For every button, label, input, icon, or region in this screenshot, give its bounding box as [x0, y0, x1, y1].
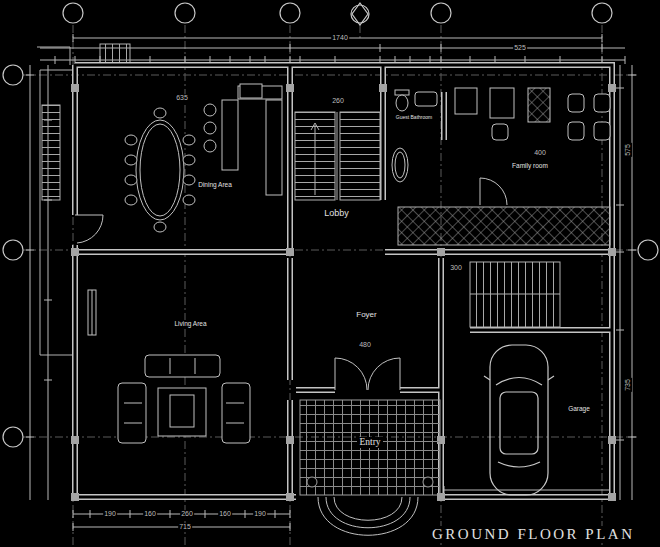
- terrace-outline: [37, 44, 130, 355]
- room-label: Foyer: [354, 310, 378, 319]
- dimension-text: 160: [218, 510, 232, 518]
- dimension-text: 260: [331, 97, 345, 105]
- room-label: Entry: [357, 437, 382, 448]
- room-area: Garage: [549, 335, 609, 485]
- planter-band: [398, 207, 610, 245]
- family-furniture: [455, 88, 610, 140]
- room-label: Dining Area: [196, 181, 234, 188]
- grid-bubbles: [3, 3, 658, 447]
- room-area: Family room: [450, 92, 610, 202]
- dimension-text: 480: [358, 341, 372, 349]
- dimension-text: 160: [143, 510, 157, 518]
- living-furniture: [118, 355, 250, 443]
- room-area: Guest Bathroom: [386, 92, 442, 142]
- dimension-text: 735: [624, 378, 632, 392]
- room-label: Family room: [510, 162, 550, 169]
- room-area: Lobby: [293, 203, 380, 247]
- grid-lines: [23, 25, 637, 547]
- doors: [75, 178, 507, 390]
- room-area: Foyer: [295, 258, 438, 338]
- dimension-lines: [26, 34, 636, 531]
- room-label: Living Area: [172, 320, 208, 327]
- dimension-text: 635: [175, 94, 189, 102]
- dining-furniture: [125, 84, 282, 232]
- room-label: Garage: [566, 405, 592, 412]
- dimension-text: 1740: [331, 34, 349, 42]
- columns: [71, 84, 616, 501]
- entry-paving: [300, 400, 440, 535]
- dimension-text: 715: [178, 523, 192, 531]
- plan-title: GROUND FLOOR PLAN: [432, 526, 635, 543]
- bath-fixtures: [392, 90, 437, 182]
- dimension-text: 190: [253, 510, 267, 518]
- dimension-text: 575: [624, 143, 632, 157]
- car-symbol: [484, 345, 554, 495]
- room-area: Living Area: [98, 258, 283, 348]
- room-area: Entry: [300, 400, 440, 490]
- room-label: Lobby: [322, 208, 351, 218]
- dimension-text: 525: [513, 44, 527, 52]
- room-label: Guest Bathroom: [394, 115, 434, 121]
- dimension-text: 260: [180, 510, 194, 518]
- dimension-text: 300: [449, 264, 463, 272]
- walls: [75, 65, 612, 497]
- room-area: Dining Area: [150, 92, 280, 242]
- dimension-text: 190: [103, 510, 117, 518]
- dimension-text: 400: [533, 149, 547, 157]
